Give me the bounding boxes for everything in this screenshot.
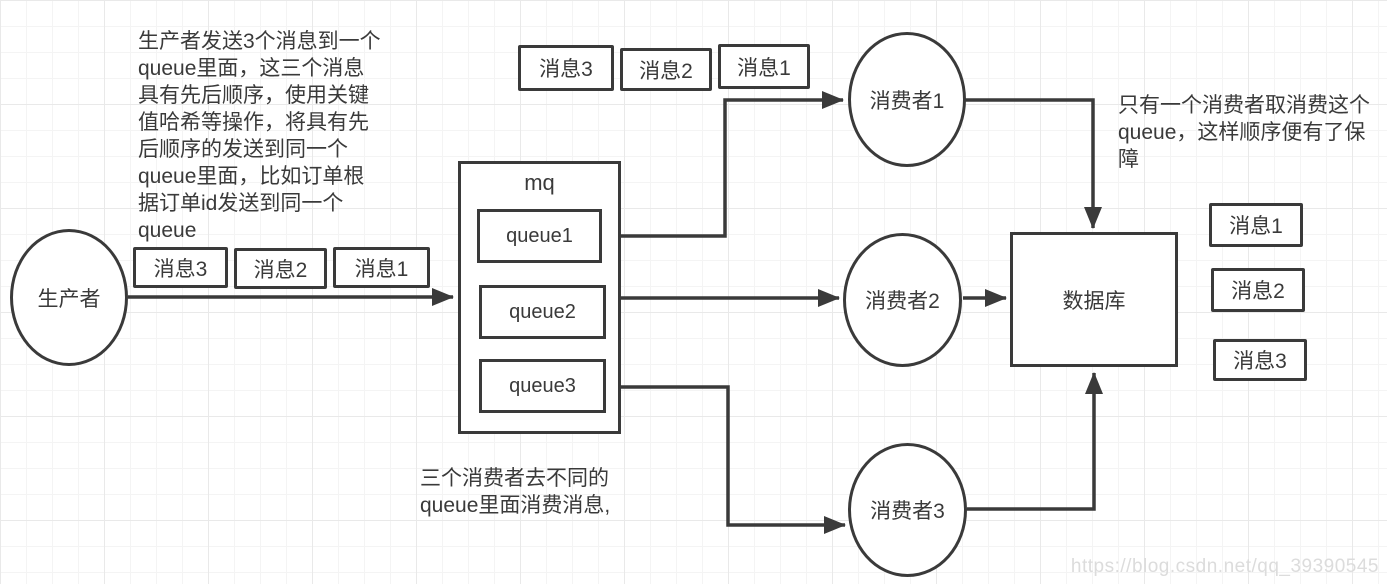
- consumer3-node: 消费者3: [848, 443, 967, 577]
- producer-note: 生产者发送3个消息到一个 queue里面，这三个消息 具有先后顺序，使用关键 值…: [138, 30, 381, 242]
- msg-label: 消息3: [539, 58, 593, 81]
- top-row-msg2: 消息2: [620, 48, 712, 91]
- right-column-msg3: 消息3: [1213, 339, 1307, 381]
- consumer3-label: 消费者3: [870, 500, 945, 523]
- top-row-msg3: 消息3: [518, 45, 614, 91]
- msg-label: 消息2: [1231, 280, 1285, 303]
- right-column-msg2: 消息2: [1211, 268, 1305, 312]
- consumer-note: 只有一个消费者取消费这个 queue，这样顺序便有了保 障: [1118, 94, 1370, 171]
- producer-row-msg2: 消息2: [234, 248, 327, 289]
- producer-row-msg3: 消息3: [133, 247, 228, 288]
- msg-label: 消息3: [1233, 350, 1287, 373]
- connector-consumer3-to-database: [967, 372, 1103, 511]
- right-column-msg1: 消息1: [1209, 203, 1303, 247]
- database-label: 数据库: [1062, 289, 1126, 313]
- producer-label: 生产者: [37, 287, 101, 311]
- queue2-label: queue2: [509, 300, 576, 323]
- consumer2-label: 消费者2: [865, 290, 940, 313]
- mq-label: mq: [524, 170, 555, 195]
- database-node: 数据库: [1010, 232, 1178, 367]
- watermark-text: https://blog.csdn.net/qq_39390545: [1070, 556, 1379, 577]
- consumer2-node: 消费者2: [843, 233, 962, 367]
- msg-label: 消息2: [253, 258, 308, 282]
- queue3-label: queue3: [509, 374, 576, 397]
- producer-row-msg1: 消息1: [333, 247, 430, 288]
- queue1-node: queue1: [477, 209, 602, 263]
- producer-node: 生产者: [10, 229, 128, 366]
- queue2-node: queue2: [479, 285, 606, 339]
- consumer1-node: 消费者1: [848, 32, 966, 167]
- queue3-node: queue3: [479, 359, 606, 413]
- msg-label: 消息1: [737, 56, 791, 80]
- top-row-msg1: 消息1: [718, 44, 810, 89]
- consumer1-label: 消费者1: [869, 89, 945, 113]
- msg-label: 消息1: [1229, 215, 1283, 238]
- msg-label: 消息3: [153, 257, 208, 281]
- bottom-note: 三个消费者去不同的 queue里面消费消息,: [420, 467, 611, 517]
- msg-label: 消息2: [639, 59, 693, 83]
- queue1-label: queue1: [506, 224, 573, 247]
- connector-consumer1-to-database: [965, 98, 1102, 229]
- connector-queue1-to-consumer1: [601, 91, 844, 238]
- msg-label: 消息1: [354, 257, 409, 281]
